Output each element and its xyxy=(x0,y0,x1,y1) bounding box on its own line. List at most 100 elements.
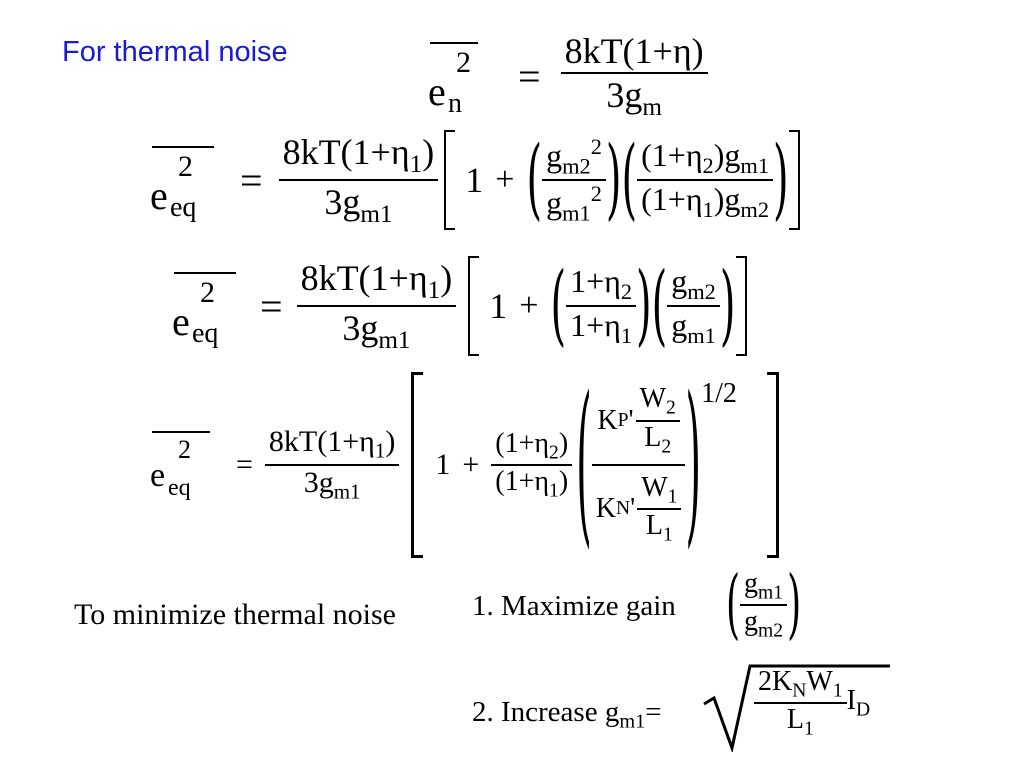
sqrt-icon xyxy=(703,664,890,752)
eeq-squared: 2 e eq xyxy=(172,266,246,349)
ratio-den: 1+η1 xyxy=(566,307,636,349)
sub: D xyxy=(855,699,871,721)
sub: 2 xyxy=(702,153,714,178)
t: 1+η xyxy=(570,262,621,299)
num-text: 8kT(1+η xyxy=(282,131,410,172)
left-paren: ( xyxy=(621,129,638,231)
left-paren: ( xyxy=(651,255,668,357)
denominator: 3gm xyxy=(602,74,666,122)
k: K xyxy=(597,404,618,436)
sub: 1 xyxy=(662,524,673,546)
sub: 1 xyxy=(549,480,559,502)
sub: N xyxy=(616,498,631,520)
l: L xyxy=(645,510,663,542)
denominator: 3gm1 xyxy=(320,181,396,229)
left-bracket xyxy=(468,256,480,356)
ratio-num: (1+η2) xyxy=(491,428,572,464)
ratio-num: gm1 xyxy=(740,568,787,604)
t: )g xyxy=(713,136,741,173)
e-symbol: e xyxy=(150,173,168,218)
g: g xyxy=(744,606,759,638)
sub: 2 xyxy=(661,436,672,457)
ratio-gm: gm22 gm12 xyxy=(542,134,606,227)
superscript: 2 xyxy=(178,435,191,464)
den-sub: m1 xyxy=(360,201,393,229)
numerator: 8kT(1+η1) xyxy=(265,425,399,464)
minimize-label: To minimize thermal noise xyxy=(74,598,396,631)
e-symbol: e xyxy=(150,457,166,494)
den-sub: m1 xyxy=(378,327,411,355)
right-paren: ) xyxy=(773,129,789,231)
sqrt-den: L1 xyxy=(783,704,818,740)
fraction: 8kT(1+η1) 3gm1 xyxy=(264,425,400,505)
superscript: 2 xyxy=(456,46,471,80)
sub: P xyxy=(617,409,629,431)
num-sub: 1 xyxy=(427,277,441,304)
equals-sign: = xyxy=(240,157,263,203)
ratio-num: (1+η2)gm1 xyxy=(637,137,773,179)
subscript: eq xyxy=(170,192,197,223)
w2: W2 xyxy=(636,383,680,419)
sub: m1 xyxy=(758,582,784,604)
item-maximize-gain: 1. Maximize gain xyxy=(472,590,676,623)
equation-eq3: 2 e eq = 8kT(1+η1) 3gm1 1 + (1+η2) (1+η1… xyxy=(150,364,779,566)
sqrt-num: 2KNW1 xyxy=(754,666,847,702)
one: 1 xyxy=(465,160,484,200)
fraction-bar xyxy=(667,305,720,307)
fraction-bar xyxy=(635,419,680,422)
gain-ratio: ( gm1 gm2 ) xyxy=(726,562,801,648)
g: g xyxy=(671,307,688,343)
ratio-den: gm12 xyxy=(542,181,606,226)
item1-text: 1. Maximize gain xyxy=(472,590,676,622)
t: 1+η xyxy=(570,307,621,343)
fraction-bar xyxy=(560,72,708,74)
num-close: ) xyxy=(440,257,453,298)
num-close: ) xyxy=(385,425,396,459)
right-paren: ) xyxy=(685,363,702,567)
left-paren: ( xyxy=(526,129,543,231)
num-sub: 1 xyxy=(409,151,423,178)
equation-eq1: 2 e eq = 8kT(1+η1) 3gm1 1 + ( gm22 gm12 … xyxy=(150,129,800,231)
right-paren: ) xyxy=(719,255,736,357)
sub: 2 xyxy=(549,442,559,463)
gm-ratio: gm1 gm2 xyxy=(740,568,788,643)
eta-ratio: (1+η2) (1+η 1) xyxy=(491,428,573,503)
t: ) xyxy=(558,427,569,459)
sub: N xyxy=(792,680,807,702)
t: L xyxy=(786,704,804,736)
sub: m1 xyxy=(687,323,716,349)
ratio-den: gm1 xyxy=(667,307,720,349)
eeq-squared: 2 e eq xyxy=(150,425,224,505)
l: L xyxy=(644,421,662,453)
equation-eq2: 2 e eq = 8kT(1+η1) 3gm1 1 + ( 1+η2 1+η1 … xyxy=(172,255,747,357)
fraction-bar xyxy=(637,508,682,511)
sup: 2 xyxy=(590,181,602,206)
sub: m2 xyxy=(740,197,770,223)
item2-sub: m1 xyxy=(619,710,646,733)
sub: 1 xyxy=(702,197,714,223)
left-bracket xyxy=(444,130,456,230)
fraction-bar xyxy=(740,604,788,607)
t: ) xyxy=(558,466,569,497)
denominator: 3gm1 xyxy=(300,466,365,505)
t: (1+η xyxy=(495,427,550,459)
w1: W1 xyxy=(637,472,681,508)
sub: 1 xyxy=(803,718,814,740)
num-text: 8kT(1+η xyxy=(268,425,375,459)
fraction-bar xyxy=(278,179,439,181)
eeq-squared: 2 e eq xyxy=(150,140,224,223)
right-paren: ) xyxy=(605,129,622,231)
fraction-bar xyxy=(754,702,847,705)
sqrt-content: 2KNW1 L1 ID xyxy=(754,666,870,741)
equals-sign: = xyxy=(260,283,283,329)
sub: 1 xyxy=(667,486,678,508)
subscript: eq xyxy=(168,475,191,501)
fraction: 8kT(1+η1) 3gm1 xyxy=(296,257,457,355)
subscript: n xyxy=(448,88,462,120)
num-close: ) xyxy=(422,131,435,172)
id-term: ID xyxy=(847,685,870,721)
fraction-bar xyxy=(566,305,637,307)
